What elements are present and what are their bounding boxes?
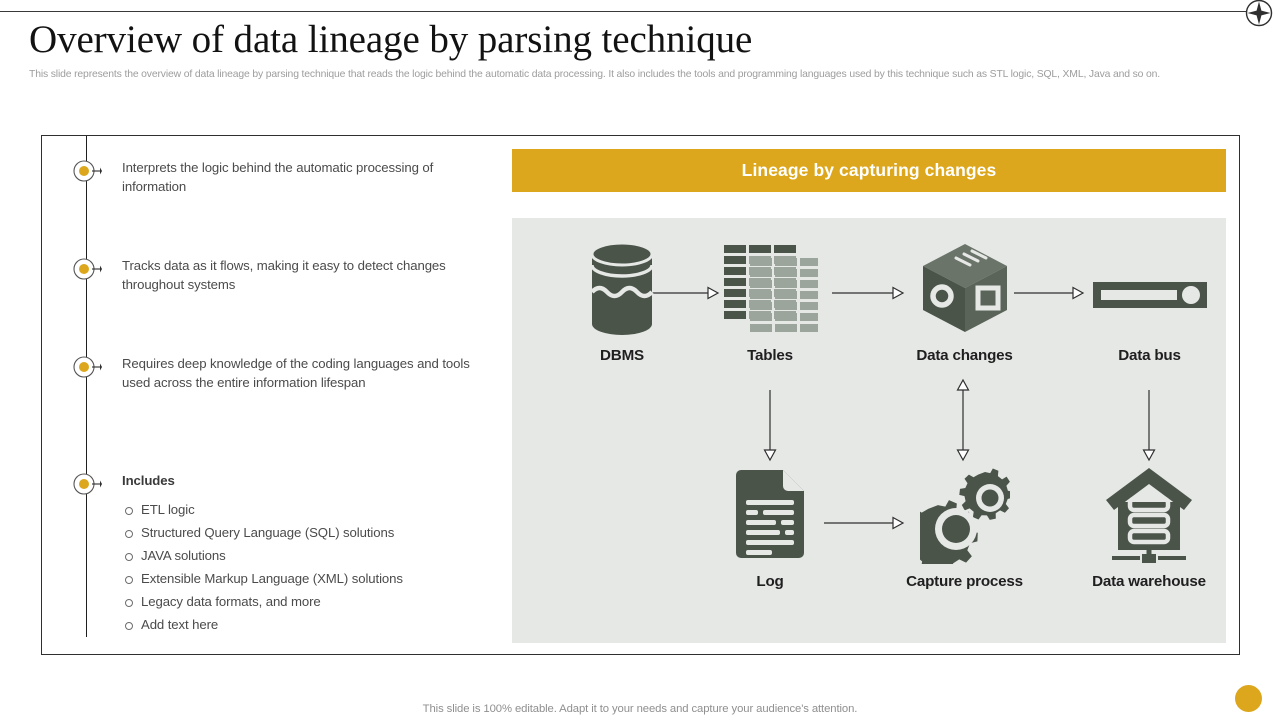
- lineage-diagram-panel: Lineage by capturing changes: [512, 149, 1226, 643]
- list-item-label: Includes: [122, 473, 175, 488]
- bullet-marker-icon: [73, 160, 102, 182]
- node-log[interactable]: Log: [700, 466, 840, 590]
- node-tables[interactable]: Tables: [700, 240, 840, 364]
- connector-datachanges-captureprocess: [956, 378, 970, 462]
- connector-layer: [645, 286, 1156, 530]
- node-data-bus[interactable]: Data bus: [1077, 240, 1222, 364]
- node-label: Data bus: [1118, 347, 1181, 364]
- connector-tables-log: [763, 390, 777, 462]
- node-label: Log: [756, 573, 784, 590]
- list-item-label: Tracks data as it flows, making it easy …: [122, 258, 446, 292]
- sub-list-item[interactable]: Extensible Markup Language (XML) solutio…: [122, 567, 492, 590]
- footer-note: This slide is 100% editable. Adapt it to…: [422, 703, 858, 715]
- node-capture-process[interactable]: Capture process: [877, 466, 1052, 590]
- database-cylinder-icon: [590, 241, 654, 335]
- brand-star-logo-icon: [1245, 0, 1273, 27]
- panel-title: Lineage by capturing changes: [512, 149, 1226, 192]
- gears-icon: [919, 468, 1010, 564]
- connector-datachanges-databus: [1014, 286, 1085, 300]
- sub-list: ETL logic Structured Query Language (SQL…: [122, 498, 492, 636]
- node-label: Tables: [747, 347, 793, 364]
- tables-grid-icon: [724, 245, 818, 332]
- node-dbms[interactable]: DBMS: [542, 240, 702, 364]
- node-label: Data changes: [916, 347, 1013, 364]
- cube-box-icon: [922, 244, 1007, 332]
- diagram-canvas: DBMS: [512, 218, 1226, 643]
- sub-list-item[interactable]: JAVA solutions: [122, 544, 492, 567]
- sub-list-item[interactable]: Legacy data formats, and more: [122, 590, 492, 613]
- bullet-marker-icon: [73, 258, 102, 280]
- sub-list-item[interactable]: Add text here: [122, 613, 492, 636]
- node-label: Capture process: [906, 573, 1023, 590]
- document-lines-icon: [736, 470, 804, 558]
- content-frame: Interprets the logic behind the automati…: [41, 135, 1240, 655]
- warehouse-servers-icon: [1106, 468, 1192, 563]
- node-data-changes[interactable]: Data changes: [877, 240, 1052, 364]
- bullet-marker-icon: [73, 356, 102, 378]
- node-label: Data warehouse: [1092, 573, 1206, 590]
- node-label: DBMS: [600, 347, 644, 364]
- list-item-label: Interprets the logic behind the automati…: [122, 160, 434, 194]
- timeline-spine: [86, 136, 87, 637]
- sub-list-item[interactable]: ETL logic: [122, 498, 492, 521]
- data-bus-icon: [1092, 282, 1207, 308]
- connector-databus-datawarehouse: [1142, 390, 1156, 462]
- page-subtitle: This slide represents the overview of da…: [29, 69, 1161, 80]
- bullet-list-panel: Interprets the logic behind the automati…: [42, 136, 497, 656]
- page-title: Overview of data lineage by parsing tech…: [29, 18, 753, 61]
- header-divider: [0, 11, 1246, 12]
- node-data-warehouse[interactable]: Data warehouse: [1064, 466, 1234, 590]
- bullet-marker-icon: [73, 473, 102, 495]
- list-item-label: Requires deep knowledge of the coding la…: [122, 356, 470, 390]
- connector-dbms-tables: [645, 286, 720, 300]
- connector-tables-datachanges: [832, 286, 905, 300]
- corner-accent-dot: [1235, 685, 1262, 712]
- connector-log-captureprocess: [824, 516, 905, 530]
- sub-list-item[interactable]: Structured Query Language (SQL) solution…: [122, 521, 492, 544]
